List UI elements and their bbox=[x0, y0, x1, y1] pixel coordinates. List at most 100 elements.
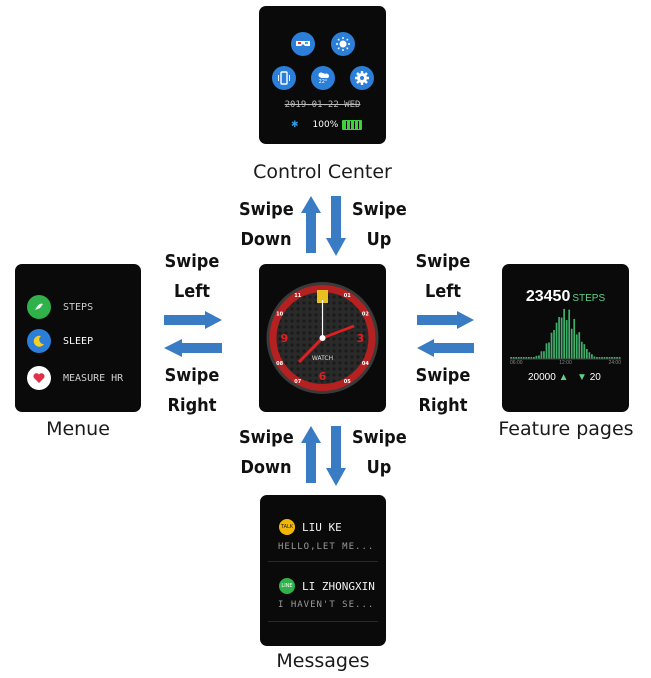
histogram-bar bbox=[525, 357, 528, 359]
minute-hand bbox=[322, 324, 355, 340]
messages-screen[interactable]: TALK LIU KE HELLO,LET ME... LINE LI ZHON… bbox=[260, 495, 386, 646]
control-center-screen[interactable]: 22° 2019-01-22 WED ✱ 100% bbox=[259, 6, 386, 144]
message-sender: LI ZHONGXIN bbox=[302, 580, 375, 593]
histogram-bar bbox=[608, 357, 611, 359]
histogram-bar bbox=[548, 342, 550, 359]
histogram-bar bbox=[558, 317, 560, 359]
histogram-bar bbox=[570, 328, 573, 359]
weather-icon[interactable]: 22° bbox=[311, 66, 335, 90]
arrow-right-left bbox=[164, 311, 222, 329]
arrow-right-right bbox=[417, 311, 474, 329]
histogram-bar bbox=[545, 343, 548, 359]
menu-item-label: SLEEP bbox=[63, 335, 94, 347]
histogram-bar bbox=[533, 357, 535, 359]
caption-control-center: Control Center bbox=[253, 161, 392, 183]
tick-label: 06:00 bbox=[510, 360, 523, 366]
dial-numeral: 11 bbox=[294, 293, 301, 299]
settings-icon[interactable] bbox=[350, 66, 374, 90]
histogram-bar bbox=[591, 354, 593, 359]
histogram-bar bbox=[563, 308, 565, 359]
message-preview: I HAVEN'T SE... bbox=[278, 600, 375, 610]
arrow-down-bottom bbox=[326, 426, 346, 486]
histogram-bar bbox=[598, 357, 601, 359]
arrow-down-top bbox=[326, 196, 346, 256]
hand-pivot bbox=[319, 335, 326, 341]
menu-item-sleep[interactable]: SLEEP bbox=[27, 329, 93, 353]
histogram-bar bbox=[553, 330, 555, 359]
goal-readout: 20000 ▲ bbox=[528, 372, 569, 383]
talk-app-icon: TALK bbox=[279, 519, 295, 535]
menu-screen[interactable]: STEPS SLEEP MEASURE HR bbox=[15, 264, 141, 412]
histogram-axis: 06:00 12:00 24:00 bbox=[510, 360, 621, 366]
histogram-bar bbox=[606, 357, 608, 359]
vibrate-icon[interactable] bbox=[272, 66, 296, 90]
histogram-bar bbox=[575, 334, 578, 359]
histogram-bar bbox=[580, 341, 583, 359]
histogram-bar bbox=[596, 357, 598, 359]
watch-brand: WATCH bbox=[312, 355, 333, 362]
histogram-bar bbox=[522, 357, 525, 359]
line-app-icon: LINE bbox=[279, 578, 295, 594]
message-divider bbox=[268, 621, 378, 622]
histogram-bar bbox=[512, 357, 515, 359]
up-arrow-icon: ▲ bbox=[558, 372, 569, 383]
down-arrow-icon: ▼ bbox=[577, 372, 587, 383]
histogram-bar bbox=[583, 344, 586, 359]
dial-numeral: 10 bbox=[276, 311, 283, 317]
message-sender: LIU KE bbox=[302, 521, 342, 534]
histogram-bar bbox=[543, 351, 545, 359]
dial-numeral: 9 bbox=[281, 332, 289, 345]
caption-messages: Messages bbox=[276, 650, 370, 672]
histogram-bar bbox=[611, 357, 613, 359]
dial-numeral: 02 bbox=[362, 311, 369, 317]
twelve-marker bbox=[317, 290, 328, 303]
message-divider bbox=[268, 561, 378, 562]
histogram-bar bbox=[601, 357, 603, 359]
arrow-up-top bbox=[301, 196, 321, 253]
brightness-icon[interactable] bbox=[331, 32, 355, 56]
status-bar: ✱ 100% bbox=[291, 120, 363, 130]
histogram-bar bbox=[517, 357, 520, 359]
arrow-up-bottom bbox=[301, 426, 321, 483]
histogram-bar bbox=[573, 318, 576, 359]
tick-label: 12:00 bbox=[559, 360, 572, 366]
histogram-bar bbox=[515, 357, 518, 359]
3d-glasses-icon[interactable] bbox=[291, 32, 315, 56]
steps-unit: STEPS bbox=[572, 293, 606, 304]
histogram-bar bbox=[538, 355, 540, 359]
histogram-bar bbox=[510, 357, 513, 359]
histogram-bar bbox=[560, 317, 563, 359]
heart-icon bbox=[27, 366, 51, 390]
weather-temp: 22° bbox=[318, 79, 328, 85]
histogram-bar bbox=[603, 357, 606, 359]
caption-menu: Menue bbox=[46, 418, 110, 440]
histogram-bar bbox=[613, 357, 616, 359]
histogram-bar bbox=[550, 332, 553, 359]
battery-icon bbox=[342, 120, 363, 130]
hour-hand bbox=[297, 336, 324, 364]
tick-label: 24:00 bbox=[608, 360, 621, 366]
menu-item-measure-hr[interactable]: MEASURE HR bbox=[27, 366, 123, 390]
histogram-bar bbox=[618, 357, 621, 359]
dial-numeral: 08 bbox=[276, 361, 283, 367]
bluetooth-icon: ✱ bbox=[291, 120, 299, 130]
histogram-bar bbox=[565, 320, 568, 359]
histogram-bar bbox=[527, 357, 530, 359]
histogram-bar bbox=[578, 332, 581, 359]
menu-item-steps[interactable]: STEPS bbox=[27, 295, 93, 319]
steps-value: 23450 bbox=[525, 288, 571, 305]
dial-numeral: 01 bbox=[344, 293, 351, 299]
histogram-bar bbox=[585, 349, 588, 359]
arrow-left-right bbox=[417, 339, 474, 357]
